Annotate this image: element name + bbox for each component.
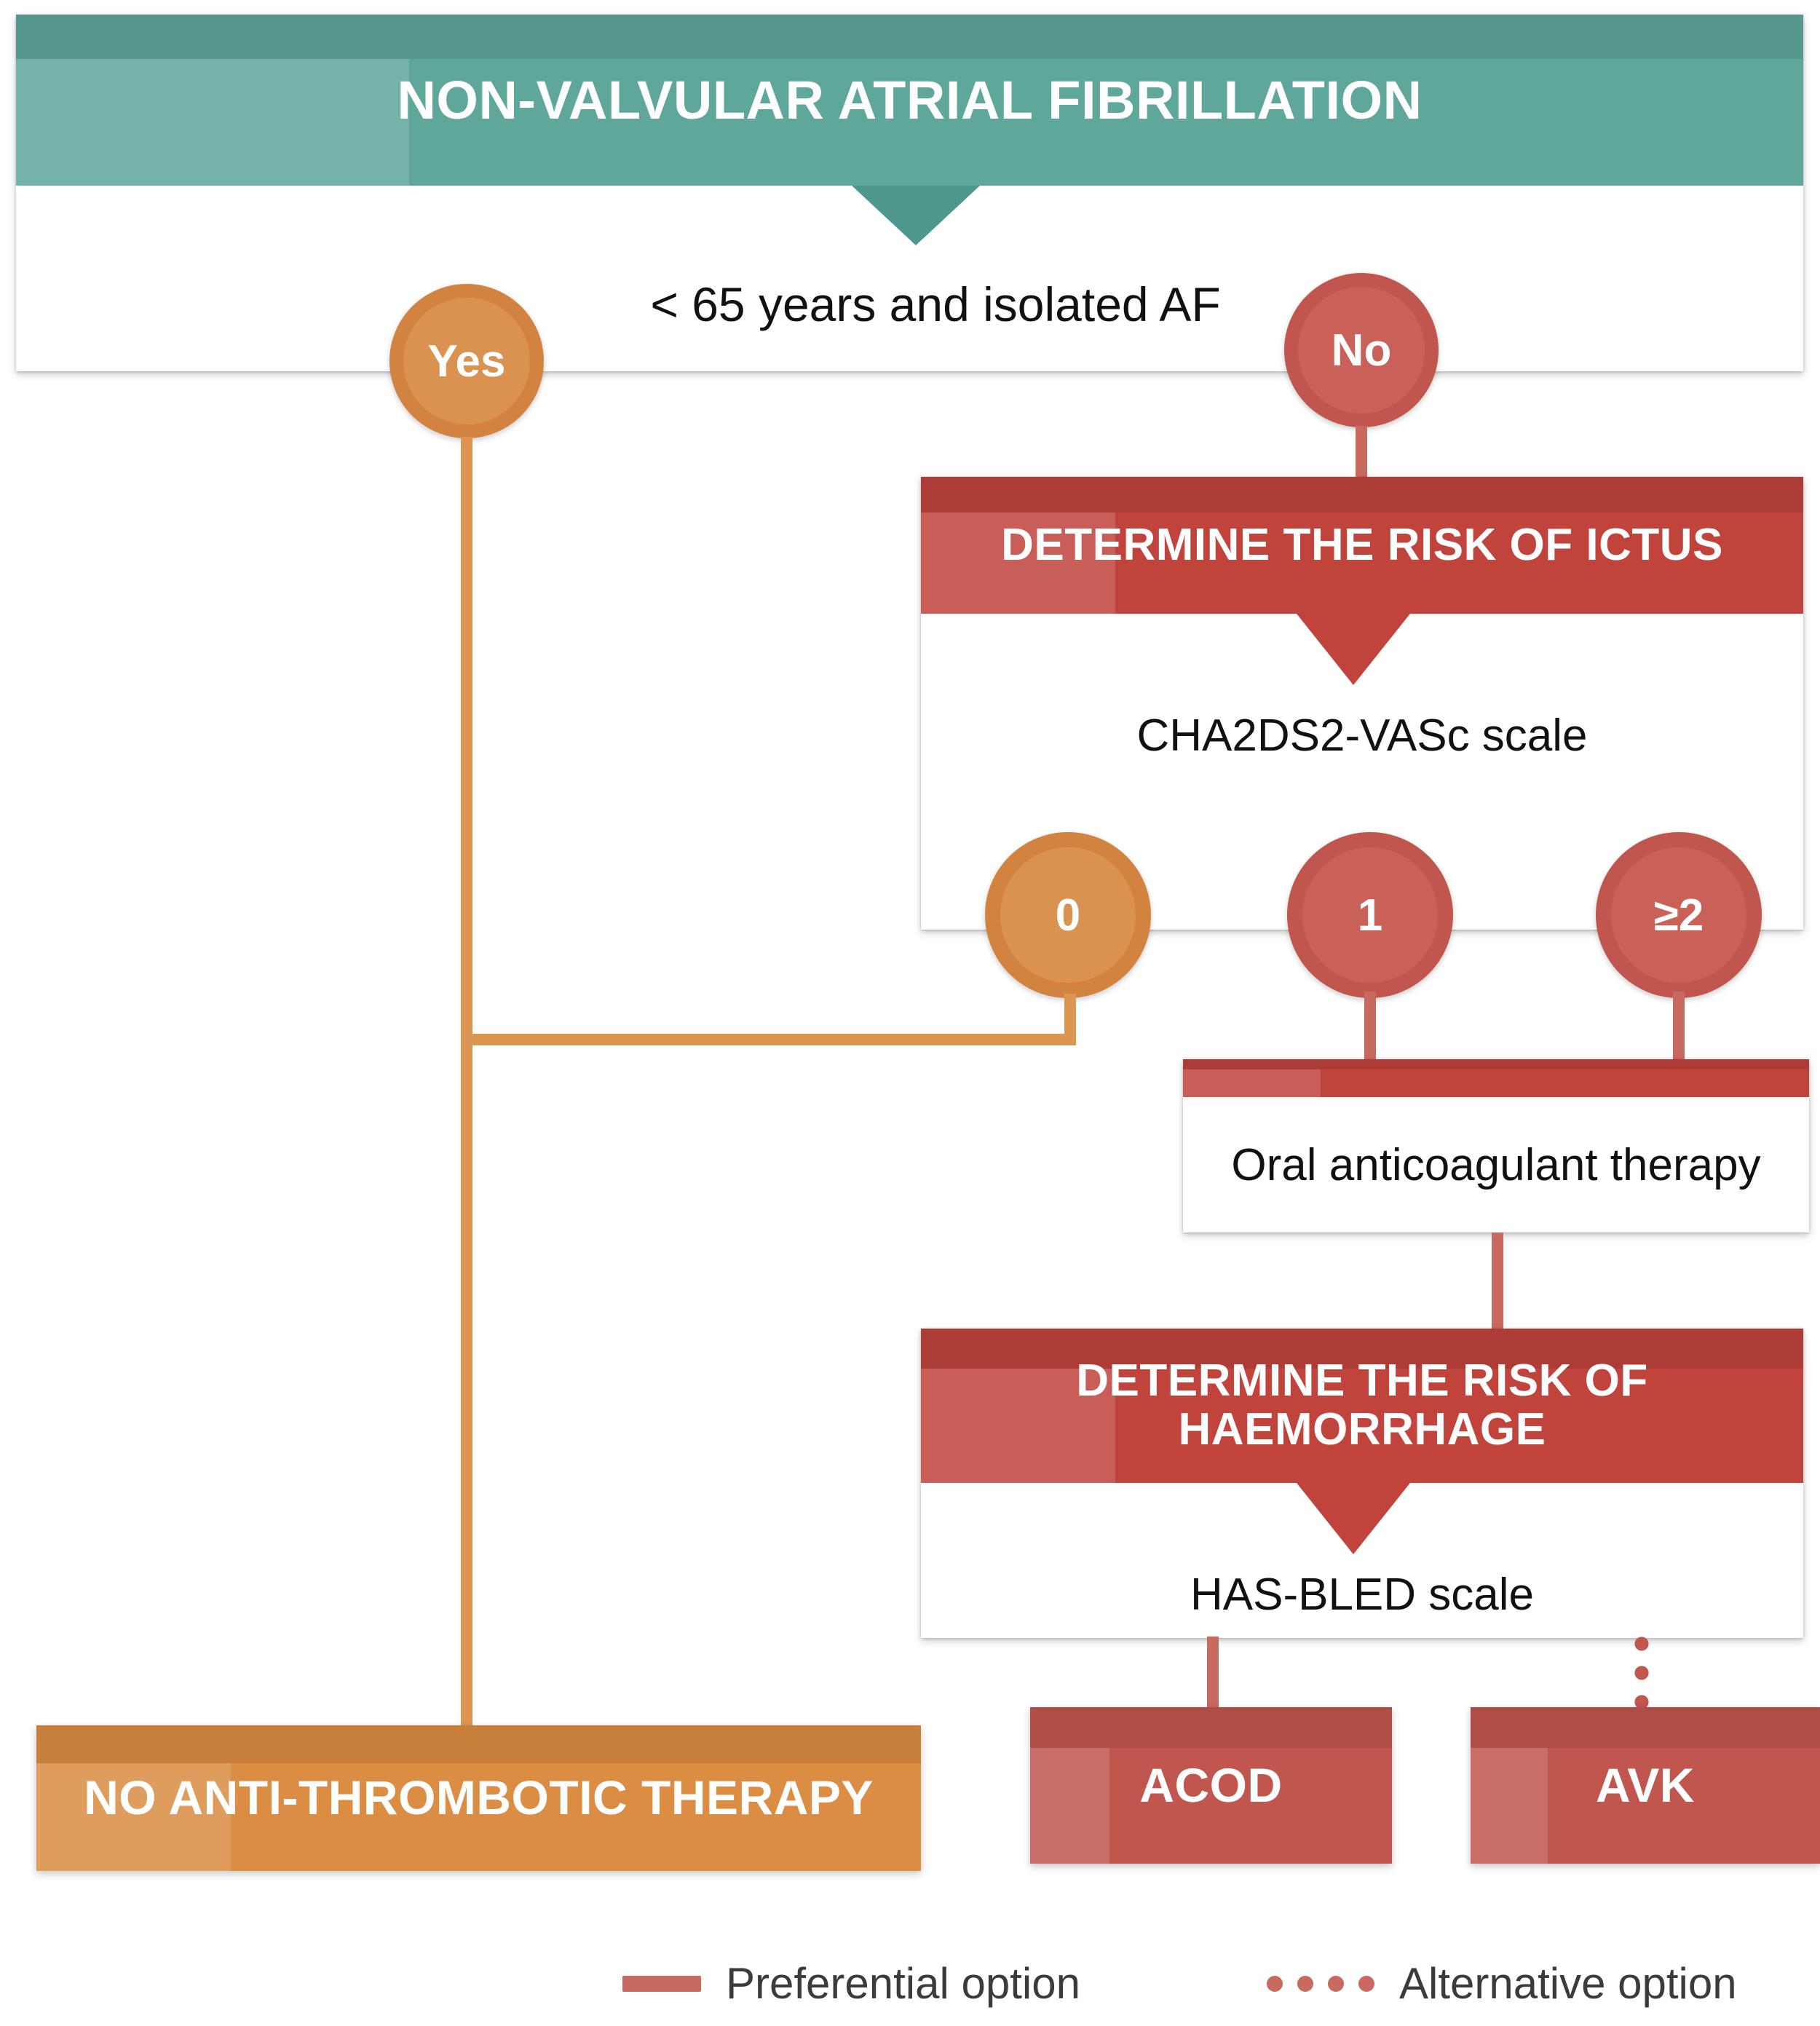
score-1-label: 1 [1357, 890, 1383, 941]
avk-box[interactable]: AVK [1471, 1707, 1820, 1864]
connector-score0-horizontal [461, 1034, 1076, 1045]
page-title: NON-VALVULAR ATRIAL FIBRILLATION [397, 69, 1423, 130]
answer-yes-label: Yes [427, 336, 506, 387]
legend-dot [1358, 1975, 1374, 1992]
oral-anticoagulant-label: Oral anticoagulant therapy [1231, 1140, 1761, 1190]
connector-score0-drop [1064, 994, 1076, 1039]
legend-alternative-label: Alternative option [1399, 1959, 1737, 2008]
oral-anticoagulant-card: Oral anticoagulant therapy [1183, 1059, 1809, 1232]
cha2ds2-scale-label: CHA2DS2-VASc scale [1136, 711, 1588, 761]
score-1-circle[interactable]: 1 [1287, 832, 1453, 998]
score-2plus-label: ≥2 [1653, 890, 1704, 941]
avk-label: AVK [1596, 1757, 1695, 1812]
age-question-label: < 65 years and isolated AF [650, 277, 1221, 331]
legend-dot [1328, 1975, 1344, 1992]
circle-inner-ring [403, 298, 530, 424]
connector-haemorrhage-to-avk [1633, 1629, 1650, 1715]
af-header-band: NON-VALVULAR ATRIAL FIBRILLATION [16, 15, 1803, 186]
answer-no-circle[interactable]: No [1284, 273, 1439, 427]
no-antithrombotic-therapy-box[interactable]: NO ANTI-THROMBOTIC THERAPY [36, 1725, 921, 1871]
answer-no-label: No [1331, 325, 1392, 376]
acod-label: ACOD [1139, 1757, 1283, 1812]
haemorrhage-notch [1297, 1483, 1410, 1554]
haemorrhage-risk-card: DETERMINE THE RISK OF HAEMORRHAGE HAS-BL… [921, 1329, 1803, 1638]
no-antithrombotic-therapy-label: NO ANTI-THROMBOTIC THERAPY [84, 1770, 874, 1825]
ictus-notch [1297, 614, 1410, 685]
ictus-header-band: DETERMINE THE RISK OF ICTUS [921, 477, 1803, 614]
connector-haemorrhage-to-acod [1207, 1637, 1219, 1709]
score-2plus-circle[interactable]: ≥2 [1596, 832, 1762, 998]
band-gloss [1183, 1059, 1809, 1097]
hasbled-scale-label: HAS-BLED scale [1190, 1570, 1535, 1620]
circle-inner-ring [1000, 847, 1136, 984]
legend-alternative: Alternative option [1267, 1958, 1737, 2009]
ictus-title: DETERMINE THE RISK OF ICTUS [1001, 519, 1723, 570]
circle-inner-ring [1298, 287, 1425, 413]
connector-score2plus-to-therapy [1673, 992, 1685, 1064]
oral-anticoagulant-band [1183, 1059, 1809, 1097]
legend-dot [1297, 1975, 1313, 1992]
connector-no-to-ictus [1356, 426, 1367, 483]
score-0-circle[interactable]: 0 [985, 832, 1151, 998]
connector-yes-trunk [461, 437, 472, 1725]
acod-box[interactable]: ACOD [1030, 1707, 1392, 1864]
dotted-line-icon [1267, 1975, 1374, 1992]
haemorrhage-title-line1: DETERMINE THE RISK OF [1076, 1356, 1648, 1406]
legend-dot [1267, 1975, 1283, 1992]
solid-line-icon [622, 1975, 701, 1992]
af-header-notch [852, 186, 980, 245]
legend-preferential-label: Preferential option [726, 1959, 1080, 2008]
connector-score1-to-therapy [1364, 992, 1376, 1064]
answer-yes-circle[interactable]: Yes [389, 284, 544, 438]
circle-inner-ring [1302, 847, 1439, 984]
haemorrhage-header-band: DETERMINE THE RISK OF HAEMORRHAGE [921, 1329, 1803, 1483]
score-0-label: 0 [1055, 890, 1081, 941]
haemorrhage-title-line2: HAEMORRHAGE [1178, 1404, 1546, 1455]
legend-preferential: Preferential option [622, 1958, 1080, 2009]
circle-inner-ring [1610, 847, 1747, 984]
connector-therapy-to-haemorrhage [1492, 1232, 1503, 1334]
